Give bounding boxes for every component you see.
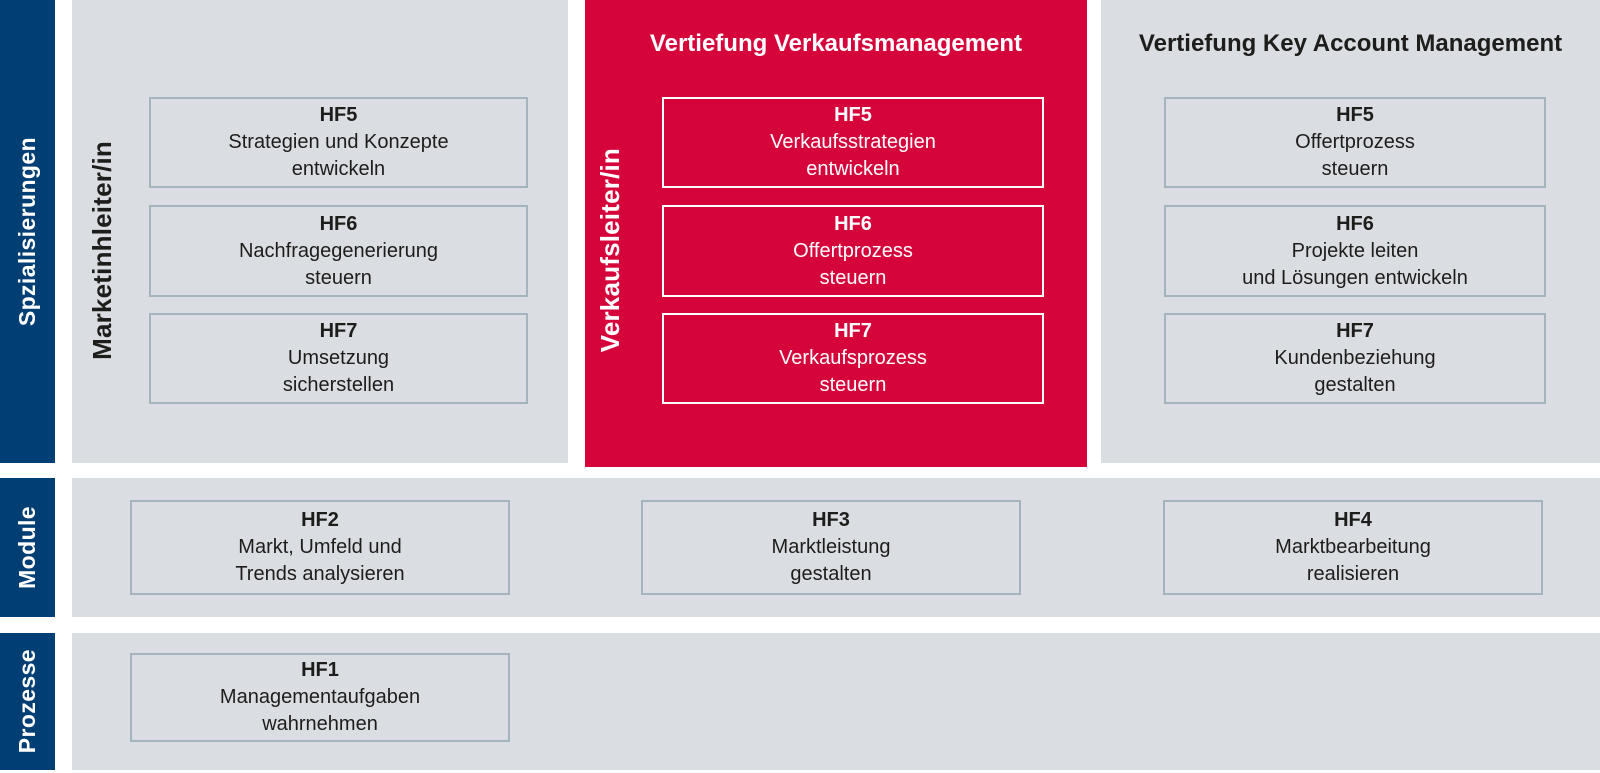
hf-text: Umsetzung sicherstellen	[282, 347, 395, 396]
hf-code: HF5	[834, 104, 872, 126]
hf-code: HF5	[319, 104, 358, 126]
box-kam-hf6: HF6 Projekte leiten und Lösungen entwick…	[1164, 205, 1546, 297]
sidebar-label-spezialisierungen: Spzialisierungen	[14, 136, 40, 327]
box-module-hf4: HF4 Marktbearbeitung realisieren	[1163, 500, 1543, 595]
hf-text: Markt, Umfeld und Trends analysieren	[235, 536, 405, 585]
box-kam-hf7: HF7 Kundenbeziehung gestalten	[1164, 313, 1546, 404]
role-label-marketingleiter-text: Marketinhleiter/in	[86, 141, 117, 360]
hf-text: Verkaufsprozess steuern	[779, 347, 927, 396]
box-prozesse-hf1: HF1 Managementaufgaben wahrnehmen	[130, 653, 510, 742]
panel-title-verkaufsmanagement: Vertiefung Verkaufsmanagement	[649, 30, 1023, 57]
band-module: HF2 Markt, Umfeld und Trends analysieren…	[72, 478, 1600, 617]
hf-code: HF4	[1334, 509, 1372, 531]
hf-text: Marktleistung gestalten	[771, 536, 891, 585]
hf-text: Managementaufgaben wahrnehmen	[219, 686, 421, 735]
role-label-verkaufsleiter-text: Verkaufsleiter/in	[594, 148, 625, 353]
role-label-verkaufsleiter: Verkaufsleiter/in	[588, 97, 632, 404]
box-marketing-hf7: HF7 Umsetzung sicherstellen	[149, 313, 528, 404]
hf-code: HF3	[812, 509, 850, 531]
sidebar-label-module: Module	[14, 506, 40, 589]
hf-text: Kundenbeziehung gestalten	[1274, 347, 1436, 396]
box-sales-hf7: HF7 Verkaufsprozess steuern	[662, 313, 1044, 404]
hf-code: HF7	[319, 320, 358, 342]
hf-text: Offertprozess steuern	[793, 239, 913, 289]
sidebar-row-module: Module	[0, 478, 55, 617]
hf-text: Strategien und Konzepte entwickeln	[228, 131, 449, 180]
hf-text: Projekte leiten und Lösungen entwickeln	[1242, 239, 1468, 289]
band-prozesse: HF1 Managementaufgaben wahrnehmen	[72, 633, 1600, 770]
box-module-hf2: HF2 Markt, Umfeld und Trends analysieren	[130, 500, 510, 595]
hf-code: HF5	[1336, 104, 1374, 126]
hf-code: HF6	[319, 212, 358, 235]
panel-title-key-account-management: Vertiefung Key Account Management	[1138, 30, 1563, 57]
box-marketing-hf5: HF5 Strategien und Konzepte entwickeln	[149, 97, 528, 188]
panel-marketingleiter: Marketinhleiter/in HF5 Strategien und Ko…	[72, 0, 568, 463]
panel-key-account-management: Vertiefung Key Account Management HF5 Of…	[1101, 0, 1600, 463]
box-module-hf3: HF3 Marktleistung gestalten	[641, 500, 1021, 595]
hf-code: HF7	[1336, 320, 1374, 342]
hf-text: Verkaufsstrategien entwickeln	[770, 131, 936, 180]
role-label-marketingleiter: Marketinhleiter/in	[80, 97, 124, 404]
hf-code: HF6	[834, 212, 872, 235]
hf-code: HF6	[1336, 212, 1374, 235]
box-marketing-hf6: HF6 Nachfragegenerierung steuern	[149, 205, 528, 297]
hf-code: HF7	[834, 320, 872, 342]
sidebar-row-prozesse: Prozesse	[0, 633, 55, 770]
box-kam-hf5: HF5 Offertprozess steuern	[1164, 97, 1546, 188]
hf-code: HF1	[301, 659, 339, 681]
hf-code: HF2	[301, 509, 339, 531]
sidebar-label-prozesse: Prozesse	[14, 649, 40, 754]
sidebar-row-spezialisierungen: Spzialisierungen	[0, 0, 55, 463]
hf-text: Marktbearbeitung realisieren	[1275, 536, 1431, 585]
hf-text: Offertprozess steuern	[1295, 131, 1415, 180]
hf-text: Nachfragegenerierung steuern	[238, 239, 439, 289]
box-sales-hf6: HF6 Offertprozess steuern	[662, 205, 1044, 297]
panel-verkaufsmanagement: Vertiefung Verkaufsmanagement Verkaufsle…	[585, 0, 1087, 467]
box-sales-hf5: HF5 Verkaufsstrategien entwickeln	[662, 97, 1044, 188]
